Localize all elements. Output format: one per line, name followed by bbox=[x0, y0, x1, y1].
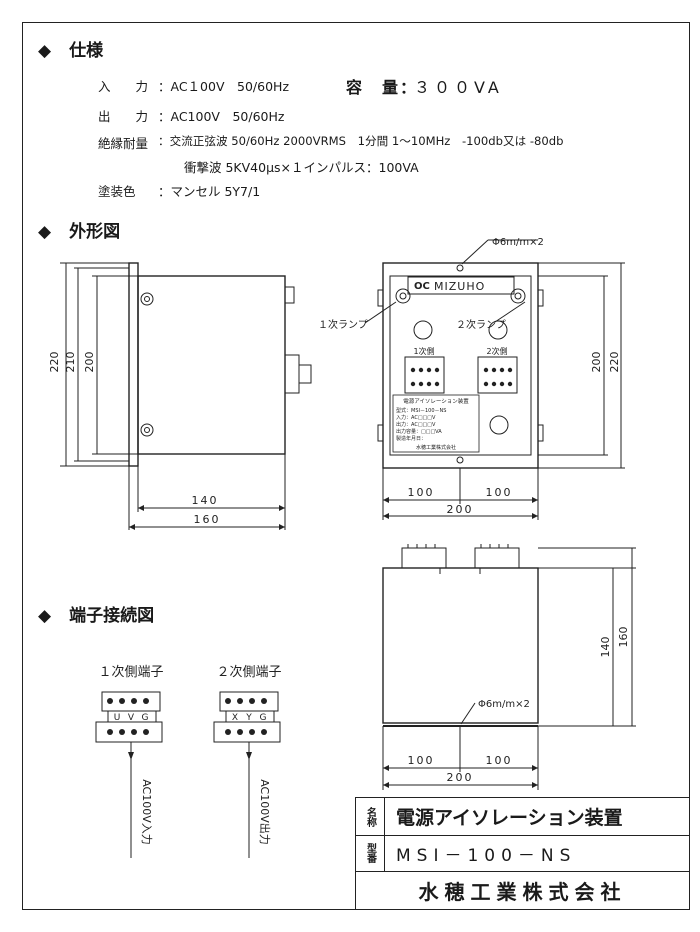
front-view bbox=[364, 239, 625, 520]
dim-210-side: 210 bbox=[64, 352, 77, 373]
spec-input-label: 入 力 bbox=[98, 79, 149, 94]
dim-140-side: 140 bbox=[192, 494, 219, 507]
dim-100-top-left: 100 bbox=[408, 754, 435, 767]
section-outline-heading: ◆外形図 bbox=[38, 222, 121, 242]
spec-paint-label: 塗装色 bbox=[98, 184, 136, 199]
dim-200-front: 200 bbox=[590, 352, 603, 373]
side-view bbox=[60, 262, 312, 530]
front-primary-side-label: 1次側 bbox=[413, 346, 434, 356]
dim-160-top: 160 bbox=[617, 627, 630, 648]
dim-140-top: 140 bbox=[599, 637, 612, 658]
secondary-terminal-block bbox=[213, 691, 281, 858]
product-name: 電源アイソレーション装置 bbox=[396, 807, 623, 829]
lamp1-label: １次ランプ bbox=[318, 318, 368, 331]
spec-paint-value: ：マンセル 5Y7/1 bbox=[158, 184, 261, 199]
terminal-y: Y bbox=[245, 713, 252, 723]
terminal-g-primary: G bbox=[142, 713, 149, 723]
front-secondary-side-label: 2次側 bbox=[486, 346, 507, 356]
diamond-bullet-icon: ◆ bbox=[38, 606, 52, 626]
spec-insulation-label: 絶縁耐量 bbox=[98, 136, 149, 151]
section-wiring-heading: ◆端子接続図 bbox=[38, 606, 155, 626]
terminal-g-secondary: G bbox=[260, 713, 267, 723]
title-block: 名称 電源アイソレーション装置 型番 MSI－100－NS 水穂工業株式会社 bbox=[355, 797, 690, 910]
title-block-model-row: 型番 MSI－100－NS bbox=[356, 835, 689, 872]
lamp2-label: ２次ランプ bbox=[456, 318, 506, 331]
primary-terminal-title: １次側端子 bbox=[98, 664, 163, 680]
secondary-terminal-title: ２次側端子 bbox=[216, 664, 281, 680]
name-label: 名称 bbox=[356, 798, 385, 835]
hole-note-top: Φ6m/m×2 bbox=[478, 699, 530, 710]
dim-200-side: 200 bbox=[83, 352, 96, 373]
spec-output-value: ：AC100V 50/60Hz bbox=[158, 109, 285, 124]
model-number: MSI－100－NS bbox=[396, 845, 577, 866]
dim-160-side: 160 bbox=[194, 513, 221, 526]
spec-impulse-value: 衝撃波 5KV40μs×１インパルス：100VA bbox=[184, 160, 419, 175]
terminal-x: X bbox=[232, 713, 238, 723]
spec-output-label: 出 力 bbox=[98, 109, 149, 124]
primary-note: AC100V入力 bbox=[140, 779, 153, 845]
nameplate-maker: 水穂工業株式会社 bbox=[416, 444, 456, 451]
section-spec-heading: ◆仕様 bbox=[38, 41, 104, 61]
dim-100-front-right: 100 bbox=[486, 486, 513, 499]
terminal-u: U bbox=[114, 713, 121, 723]
company-name: 水穂工業株式会社 bbox=[418, 879, 627, 904]
nameplate-line: 製造年月日： bbox=[396, 435, 426, 442]
top-view bbox=[382, 544, 636, 790]
dim-100-top-right: 100 bbox=[486, 754, 513, 767]
dim-220-side: 220 bbox=[48, 352, 61, 373]
spec-capacity-label: 容 量： bbox=[346, 78, 419, 97]
nameplate-title: 電源アイソレーション装置 bbox=[403, 397, 469, 405]
dim-200-front-bottom: 200 bbox=[447, 503, 474, 516]
brand-name: MIZUHO bbox=[434, 280, 485, 293]
terminal-v: V bbox=[128, 713, 135, 723]
model-label: 型番 bbox=[356, 835, 385, 871]
dim-100-front-left: 100 bbox=[408, 486, 435, 499]
hole-note-front: Φ6m/m×2 bbox=[492, 237, 544, 248]
title-block-name-row: 名称 電源アイソレーション装置 bbox=[356, 798, 689, 836]
secondary-note: AC100V出力 bbox=[258, 779, 272, 845]
dim-220-front: 220 bbox=[608, 352, 621, 373]
nameplate-line: 出力容量：□□□VA bbox=[396, 428, 442, 435]
diamond-bullet-icon: ◆ bbox=[38, 41, 52, 61]
diamond-bullet-icon: ◆ bbox=[38, 222, 52, 242]
logo-mark: OC bbox=[414, 281, 430, 292]
nameplate-line: 入力：AC□□□V bbox=[396, 414, 436, 421]
dim-200-top-bottom: 200 bbox=[447, 771, 474, 784]
nameplate-line: 型式：MSI－100－NS bbox=[396, 407, 446, 414]
spec-input-value: ：AC１00V 50/60Hz bbox=[158, 79, 289, 94]
spec-insulation-value: ：交流正弦波 50/60Hz 2000VRMS 1分間 1～10MHz -100… bbox=[158, 134, 564, 148]
spec-capacity-value: ３００VA bbox=[414, 78, 503, 97]
nameplate-line: 出力：AC□□□V bbox=[396, 421, 436, 428]
drawing-frame bbox=[22, 22, 690, 910]
title-block-company-row: 水穂工業株式会社 bbox=[356, 871, 689, 909]
